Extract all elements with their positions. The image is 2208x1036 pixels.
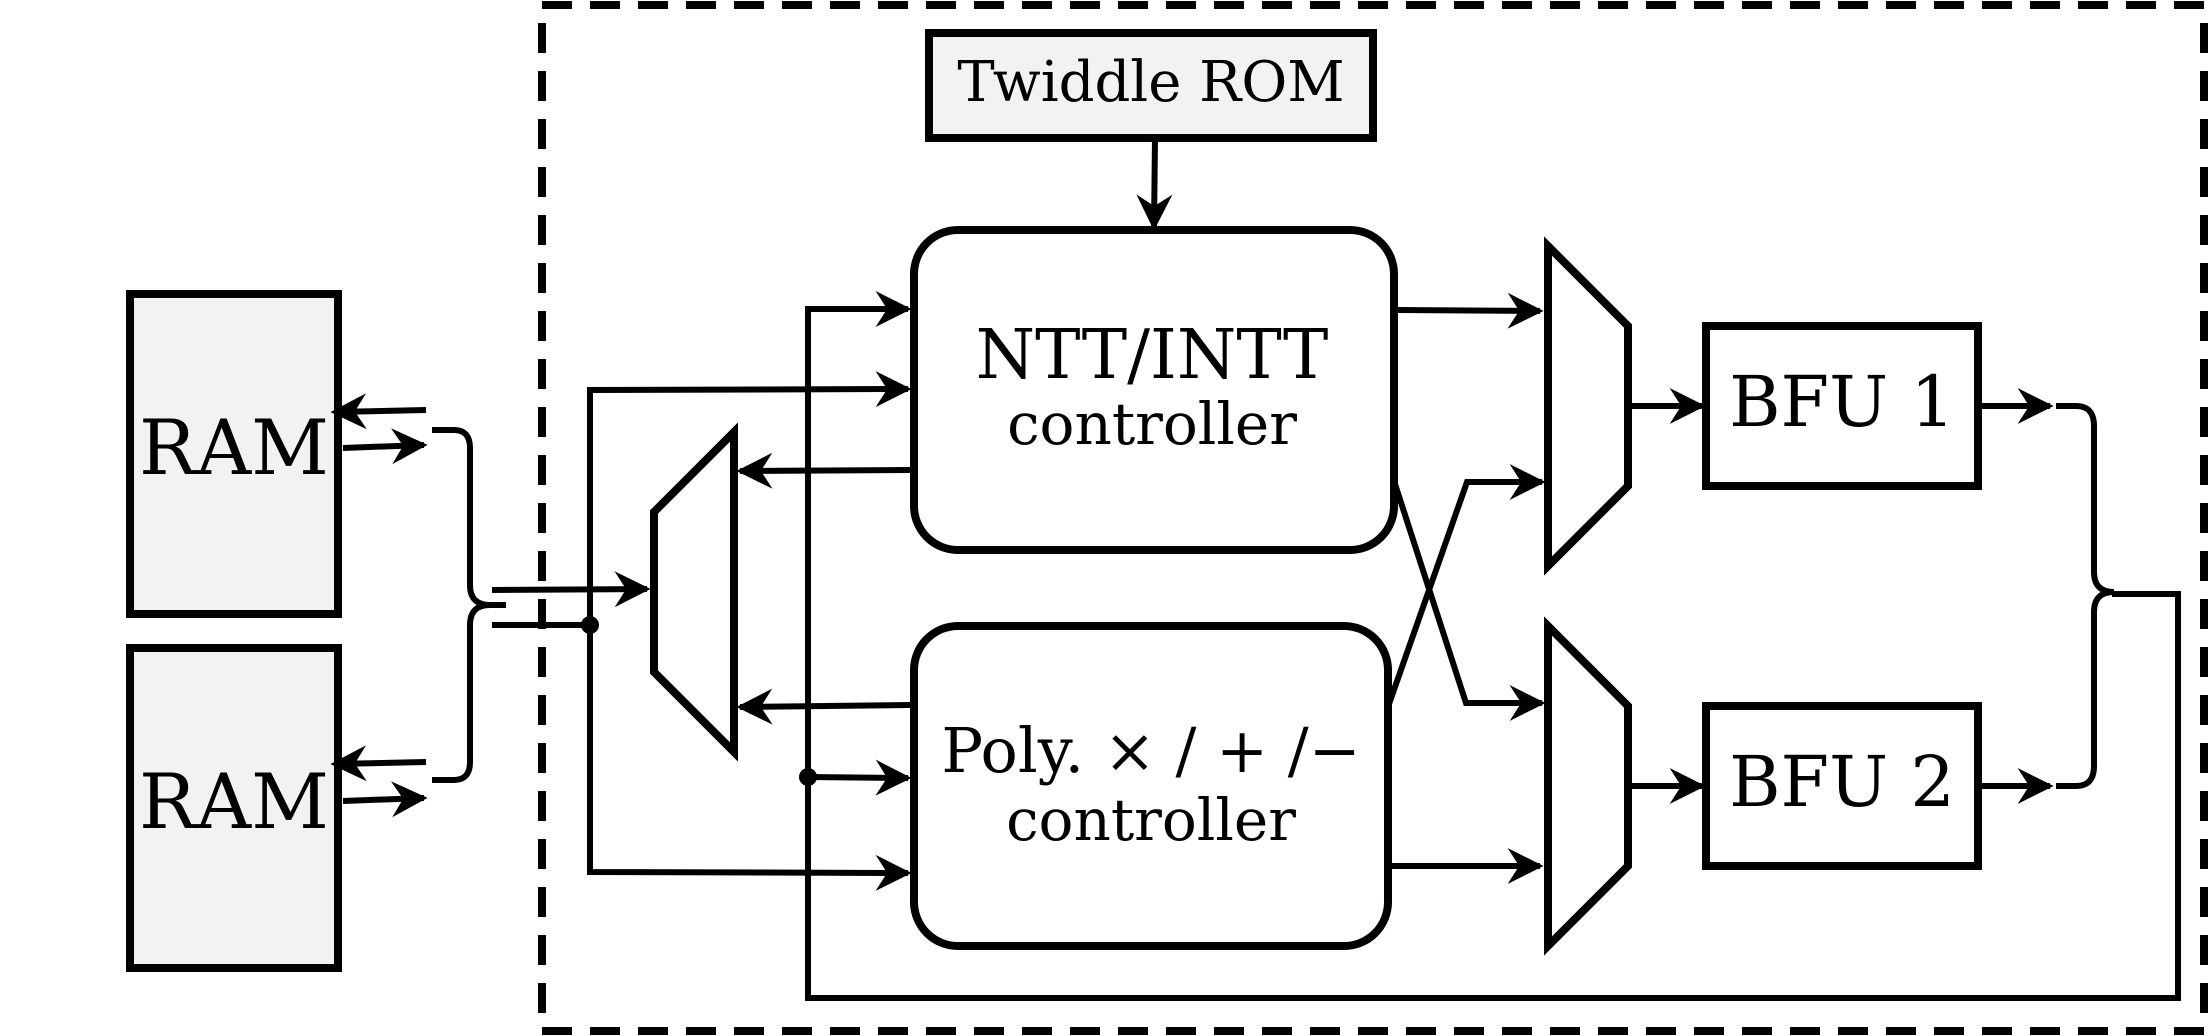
ram-top-label: RAM bbox=[139, 403, 329, 492]
bfu2-multiplexer bbox=[1544, 616, 1632, 956]
bfu1-multiplexer bbox=[1544, 236, 1632, 576]
ram-block-bottom: RAM bbox=[126, 644, 342, 972]
controller-connections bbox=[587, 291, 912, 891]
ntt-controller-line2: controller bbox=[1007, 390, 1297, 458]
ram-bottom-label: RAM bbox=[139, 757, 329, 846]
poly-controller-line1: Poly. × / + /− bbox=[941, 714, 1360, 787]
bfu2-block: BFU 2 bbox=[1702, 702, 1982, 870]
ram-connections bbox=[330, 393, 506, 818]
poly-controller: Poly. × / + /− controller bbox=[910, 622, 1392, 950]
bfu1-block: BFU 1 bbox=[1702, 322, 1982, 490]
accelerator-boundary bbox=[538, 1, 2208, 1035]
bfu2-label: BFU 2 bbox=[1729, 741, 1955, 823]
ntt-controller-line1: NTT/INTT bbox=[976, 316, 1329, 395]
twiddle-rom-block: Twiddle ROM bbox=[925, 29, 1377, 231]
bfu-output-brace bbox=[2056, 403, 2115, 789]
mux-connections bbox=[1386, 292, 1706, 884]
bfu-output-feedback bbox=[805, 388, 2181, 1001]
input-bus bbox=[491, 571, 651, 634]
bfu1-label: BFU 1 bbox=[1729, 361, 1955, 443]
ram-block-top: RAM bbox=[126, 290, 342, 618]
poly-controller-line2: controller bbox=[1006, 786, 1296, 854]
ntt-intt-controller: NTT/INTT controller bbox=[910, 226, 1398, 554]
input-multiplexer bbox=[650, 422, 738, 762]
ram-bus-brace bbox=[432, 427, 506, 783]
twiddle-rom-label: Twiddle ROM bbox=[957, 50, 1344, 115]
